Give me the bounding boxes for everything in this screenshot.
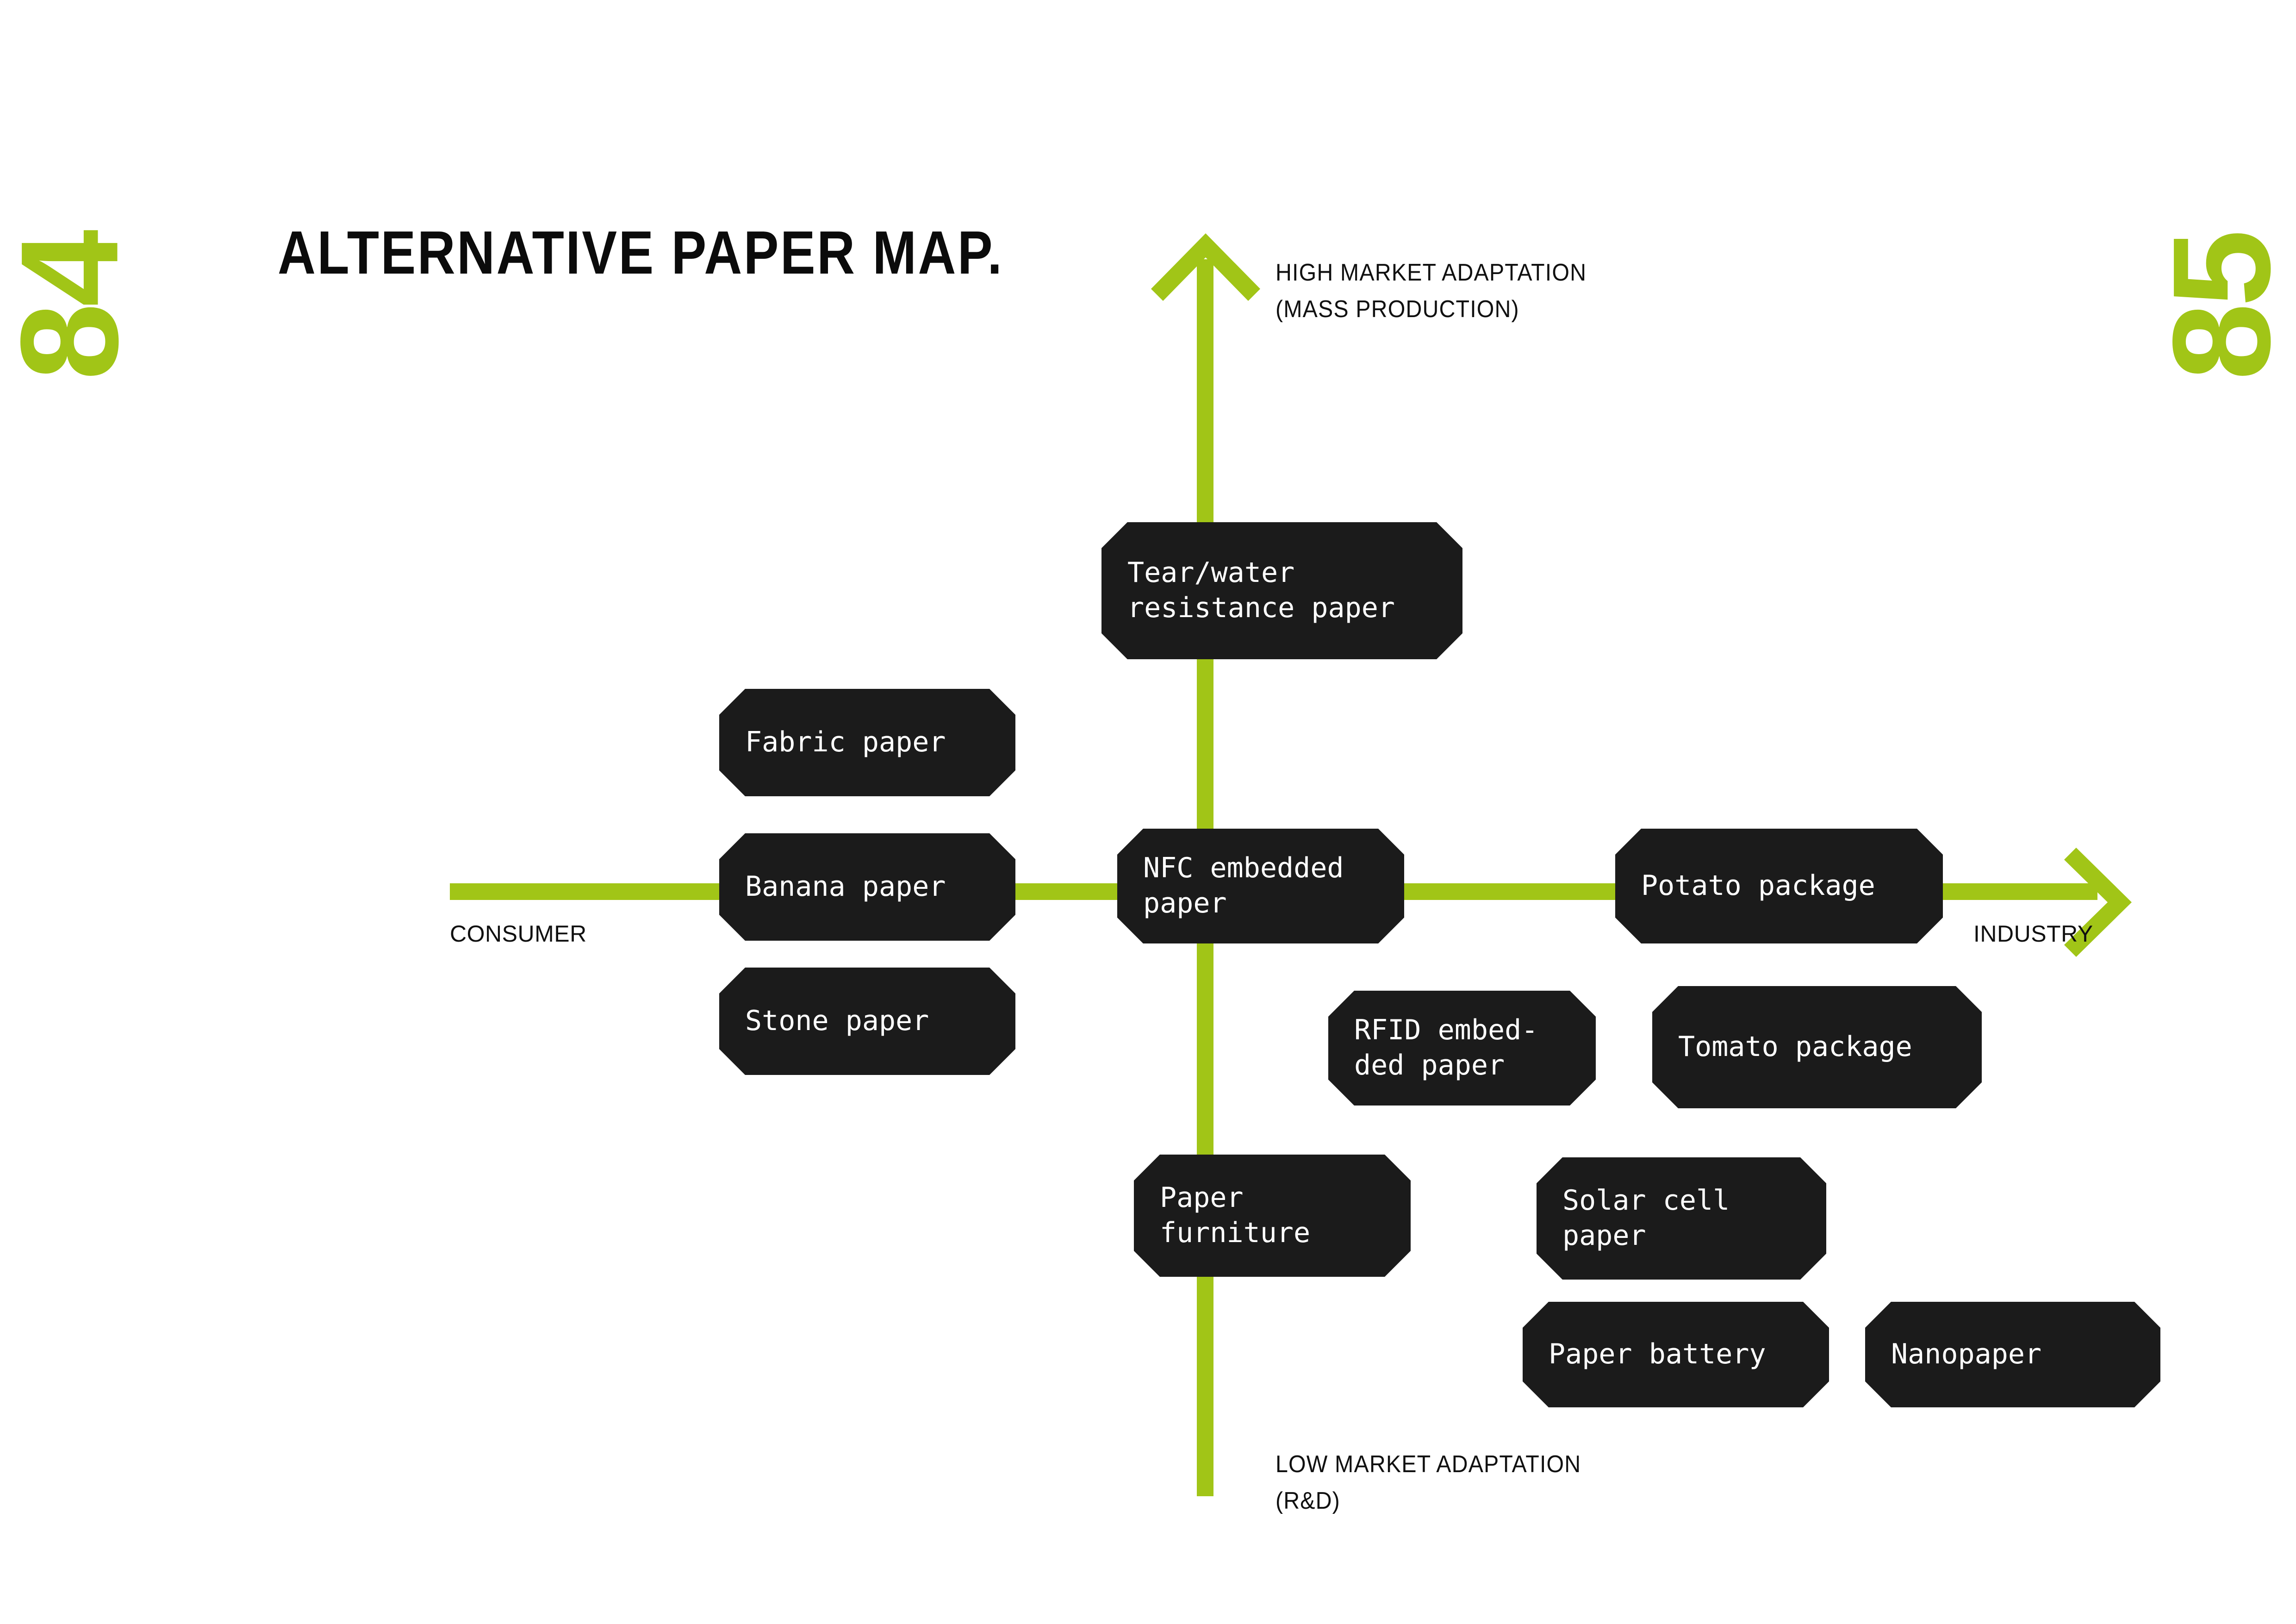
map-node-solar-cell-paper[interactable]: Solar cell paper (1537, 1157, 1826, 1280)
map-node-tear-water-resistance-paper[interactable]: Tear/water resistance paper (1101, 522, 1462, 659)
map-node-paper-furniture[interactable]: Paper furniture (1134, 1155, 1411, 1277)
map-node-potato-package[interactable]: Potato package (1615, 829, 1943, 943)
map-node-rfid-embedded-paper[interactable]: RFID embed- ded paper (1328, 991, 1596, 1106)
map-node-stone-paper[interactable]: Stone paper (719, 968, 1015, 1075)
map-node-banana-paper[interactable]: Banana paper (719, 833, 1015, 941)
map-node-paper-battery[interactable]: Paper battery (1523, 1302, 1829, 1407)
axis-caption-high-market-adaptation: HIGH MARKET ADAPTATION (MASS PRODUCTION) (1276, 259, 1587, 323)
axis-caption-low-market-adaptation: LOW MARKET ADAPTATION (R&D) (1276, 1451, 1581, 1515)
map-node-nanopaper[interactable]: Nanopaper (1865, 1302, 2160, 1407)
page-number-right: 85 (2143, 233, 2296, 381)
axis-label-consumer: CONSUMER (450, 921, 587, 947)
arrow-up-icon (1148, 231, 1263, 305)
axis-label-industry: INDUSTRY (1973, 921, 2093, 947)
page-title: ALTERNATIVE PAPER MAP. (278, 219, 1004, 287)
arrow-right-icon (2060, 844, 2134, 960)
page-number-left: 84 (0, 233, 147, 381)
map-node-fabric-paper[interactable]: Fabric paper (719, 689, 1015, 796)
map-node-nfc-embedded-paper[interactable]: NFC embedded paper (1117, 829, 1404, 943)
map-node-tomato-package[interactable]: Tomato package (1652, 986, 1982, 1108)
